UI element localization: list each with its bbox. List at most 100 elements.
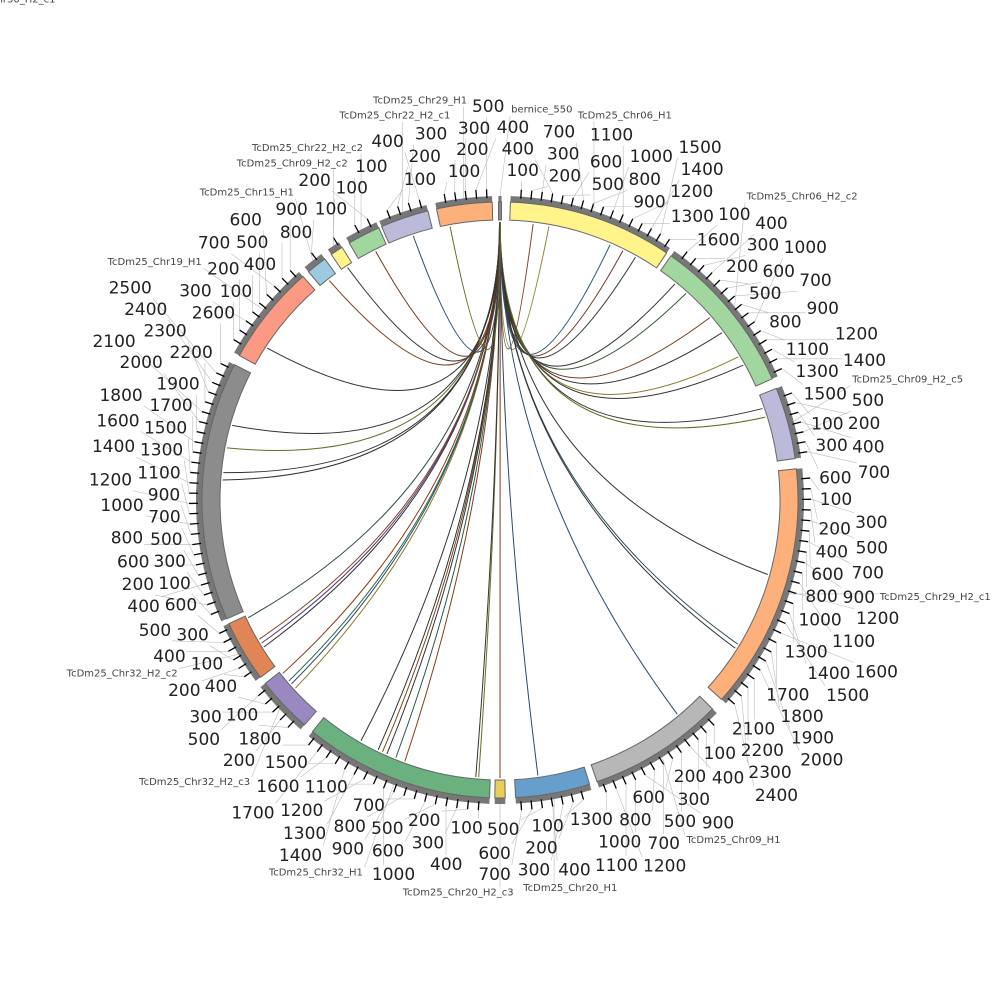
tick-mark [223,637,232,644]
segment-arc[interactable] [514,766,591,799]
tick-mark [783,392,793,397]
tick-band [670,250,778,379]
tick-label: 200 [848,414,880,434]
tick-mark [198,572,208,576]
tick-mark [550,797,554,807]
segment-arc[interactable] [509,201,668,269]
segment-arc[interactable] [659,255,773,387]
segment-tcdm25-chr09-h2-c2[interactable] [327,237,353,270]
link-ribbon [499,221,768,575]
segment-tcdm25-chr06-h2-c2[interactable] [659,250,783,387]
tick-label: 200 [298,171,330,191]
tick-mark [658,756,665,765]
tick-label: 1800 [780,707,823,727]
tick-label: 1000 [784,238,827,258]
tick-mark [689,257,697,266]
tick-mark [752,330,762,337]
tick-label: 100 [450,818,482,838]
segment-arc[interactable] [348,227,387,260]
segment-arc[interactable] [590,695,714,783]
tick-label: 600 [230,210,262,230]
segment-tcdm25-chr32-h2-c3[interactable] [257,671,318,730]
tick-mark [646,228,653,237]
segment-tcdm25-chr29-h1[interactable] [435,189,494,228]
segment-tcdm25-chr09-h2-c5[interactable] [758,386,808,462]
label-leader-line [810,520,855,539]
tick-label: 200 [207,260,239,280]
segment-tcdm25-chr20-h2-c3[interactable] [494,779,506,804]
segment-label: TcDm25_Chr32_H2_c3 [138,777,250,788]
tick-label: 200 [408,811,440,831]
tick-label: 400 [558,861,590,881]
segment-label: TcDm25_Chr06_H2_c2 [746,191,858,202]
tick-label: 100 [158,574,190,594]
segment-tcdm25-chr30-h2-c1[interactable] [189,361,252,622]
segment-bernice-550[interactable] [497,195,503,221]
tick-label: 900 [807,299,839,319]
link-ribbon [360,221,501,741]
segment-arc[interactable] [435,201,494,228]
tick-label: 2000 [120,353,163,373]
tick-mark [740,681,749,689]
segment-arc[interactable] [497,201,503,221]
tick-label: 300 [458,119,490,139]
tick-label: 300 [855,513,887,533]
label-leader-line [520,807,543,821]
tick-label: 1500 [678,138,721,158]
label-leader-line [275,751,318,804]
segment-tcdm25-chr32-h1[interactable] [308,716,491,811]
tick-mark [203,591,213,596]
segment-arc[interactable] [758,387,796,462]
tick-label: 200 [168,681,200,701]
segment-label: TcDm25_Chr32_H1 [268,868,363,879]
segment-arc[interactable] [707,468,799,701]
tick-label: 700 [353,796,385,816]
segment-label: TcDm25_Chr19_H1 [107,257,202,268]
link-ribbon [499,221,539,776]
segment-arc[interactable] [238,275,316,365]
segment-tcdm25-chr22-h2-c1[interactable] [379,199,433,244]
segment-tcdm25-chr19-h1[interactable] [233,270,316,365]
tick-label: 400 [755,214,787,234]
tick-mark [190,471,200,474]
segment-arc[interactable] [307,258,337,287]
tick-label: 100 [448,162,480,182]
tick-label: 900 [148,485,180,505]
tick-mark [609,210,615,220]
segment-arc[interactable] [330,246,353,270]
segment-tcdm25-chr20-h1[interactable] [514,766,592,811]
tick-label: 100 [404,170,436,190]
tick-label: 900 [332,839,364,859]
tick-mark [289,270,297,278]
segment-tcdm25-chr29-h2-c1[interactable] [707,468,812,705]
segment-tcdm25-chr09-h1[interactable] [590,695,717,793]
tick-label: 1300 [784,643,827,663]
segment-arc[interactable] [201,364,252,620]
segment-arc[interactable] [494,779,506,799]
tick-label: 600 [819,469,851,489]
label-leader-line [804,562,842,589]
tick-mark [190,532,200,536]
tick-mark [763,647,772,653]
segment-arc[interactable] [264,671,318,726]
segment-arc[interactable] [228,615,276,678]
tick-band [721,468,804,704]
tick-mark [407,202,412,212]
segment-tcdm25-chr15-h1[interactable] [304,252,337,287]
label-leader-line [404,152,420,200]
tick-label: 1600 [96,412,139,432]
segment-arc[interactable] [311,716,491,799]
label-leader-line [197,615,220,634]
tick-label: 1700 [149,396,192,416]
segment-arc[interactable] [380,210,433,244]
tick-band [515,784,592,804]
tick-label: 1200 [280,801,323,821]
segment-tcdm25-chr06-h1[interactable] [509,189,671,269]
tick-mark [628,218,634,228]
segment-tcdm25-chr32-h2-c2[interactable] [218,615,276,681]
label-leader-line [443,181,448,195]
tick-label: 100 [335,179,367,199]
tick-band [494,797,506,804]
segment-tcdm25-chr22-h2-c2[interactable] [346,218,387,260]
tick-mark [637,223,643,232]
